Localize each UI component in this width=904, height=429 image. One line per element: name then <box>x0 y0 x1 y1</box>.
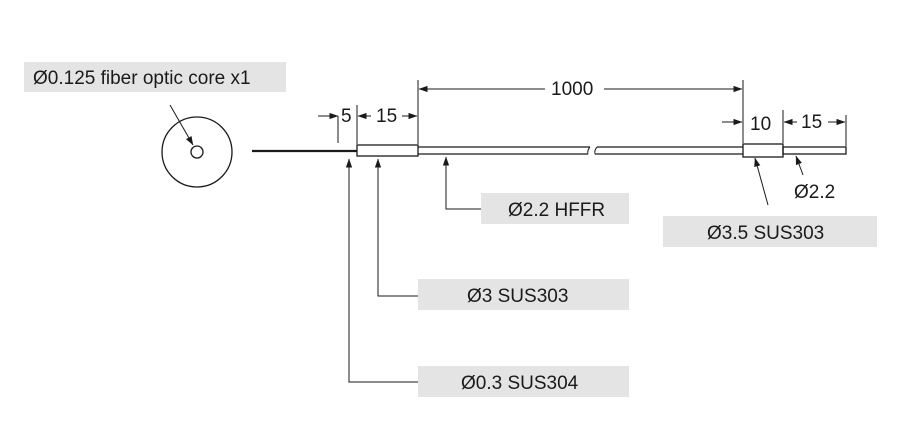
ferrule-sus303-left <box>356 144 419 157</box>
dimension-15-right-text: 15 <box>801 112 822 133</box>
sus303-3-label-background <box>418 279 629 310</box>
hffr-callout: Ø2.2 HFFR <box>442 156 629 224</box>
sus303-3-5-leader <box>754 157 769 206</box>
hffr-leader <box>442 156 481 210</box>
core-label-text: Ø0.125 fiber optic core x1 <box>33 68 251 89</box>
diameter-2-2-right-text: Ø2.2 <box>794 182 835 203</box>
jacket-end-segment <box>782 146 847 155</box>
diameter-2-2-right-leader <box>795 155 804 176</box>
extension-lines <box>356 80 847 146</box>
sus304-label-background <box>418 366 629 397</box>
sus304-label-text: Ø0.3 SUS304 <box>461 373 579 394</box>
core-label-background <box>24 62 286 92</box>
sus303-3-5-callout: Ø3.5 SUS303 <box>663 157 877 247</box>
sus304-callout: Ø0.3 SUS304 <box>345 158 629 397</box>
diameter-2-2-right: Ø2.2 <box>794 155 835 203</box>
sus303-3-leader <box>374 158 418 297</box>
break-mark-right <box>594 146 598 155</box>
sus303-3-label-text: Ø3 SUS303 <box>467 286 568 307</box>
dimension-10-text: 10 <box>750 114 771 135</box>
fiber-core-circle <box>190 145 204 159</box>
cross-section-outer-circle <box>161 116 233 188</box>
dimension-10: 10 <box>722 114 771 135</box>
core-leader-line <box>169 104 194 146</box>
dimension-5: 5 <box>318 106 352 143</box>
dimension-15-left: 15 <box>357 106 418 127</box>
sleeve-sus303-right <box>742 143 784 158</box>
core-label: Ø0.125 fiber optic core x1 <box>24 62 286 92</box>
hffr-label-background <box>481 193 629 224</box>
dimension-15-left-text: 15 <box>376 106 397 127</box>
hffr-label-text: Ø2.2 HFFR <box>508 200 605 221</box>
dimension-15-right: 15 <box>783 112 846 133</box>
sus303-3-5-label-text: Ø3.5 SUS303 <box>707 223 824 244</box>
break-mark-left <box>587 146 591 155</box>
sus304-leader <box>345 158 418 383</box>
sus303-3-5-label-background <box>663 216 877 247</box>
dimension-1000-text: 1000 <box>551 79 593 100</box>
dimension-5-text: 5 <box>341 106 352 127</box>
cross-section <box>161 104 233 188</box>
cable-body <box>356 143 847 158</box>
dimension-1000: 1000 <box>418 79 743 100</box>
sus303-3-callout: Ø3 SUS303 <box>374 158 629 310</box>
